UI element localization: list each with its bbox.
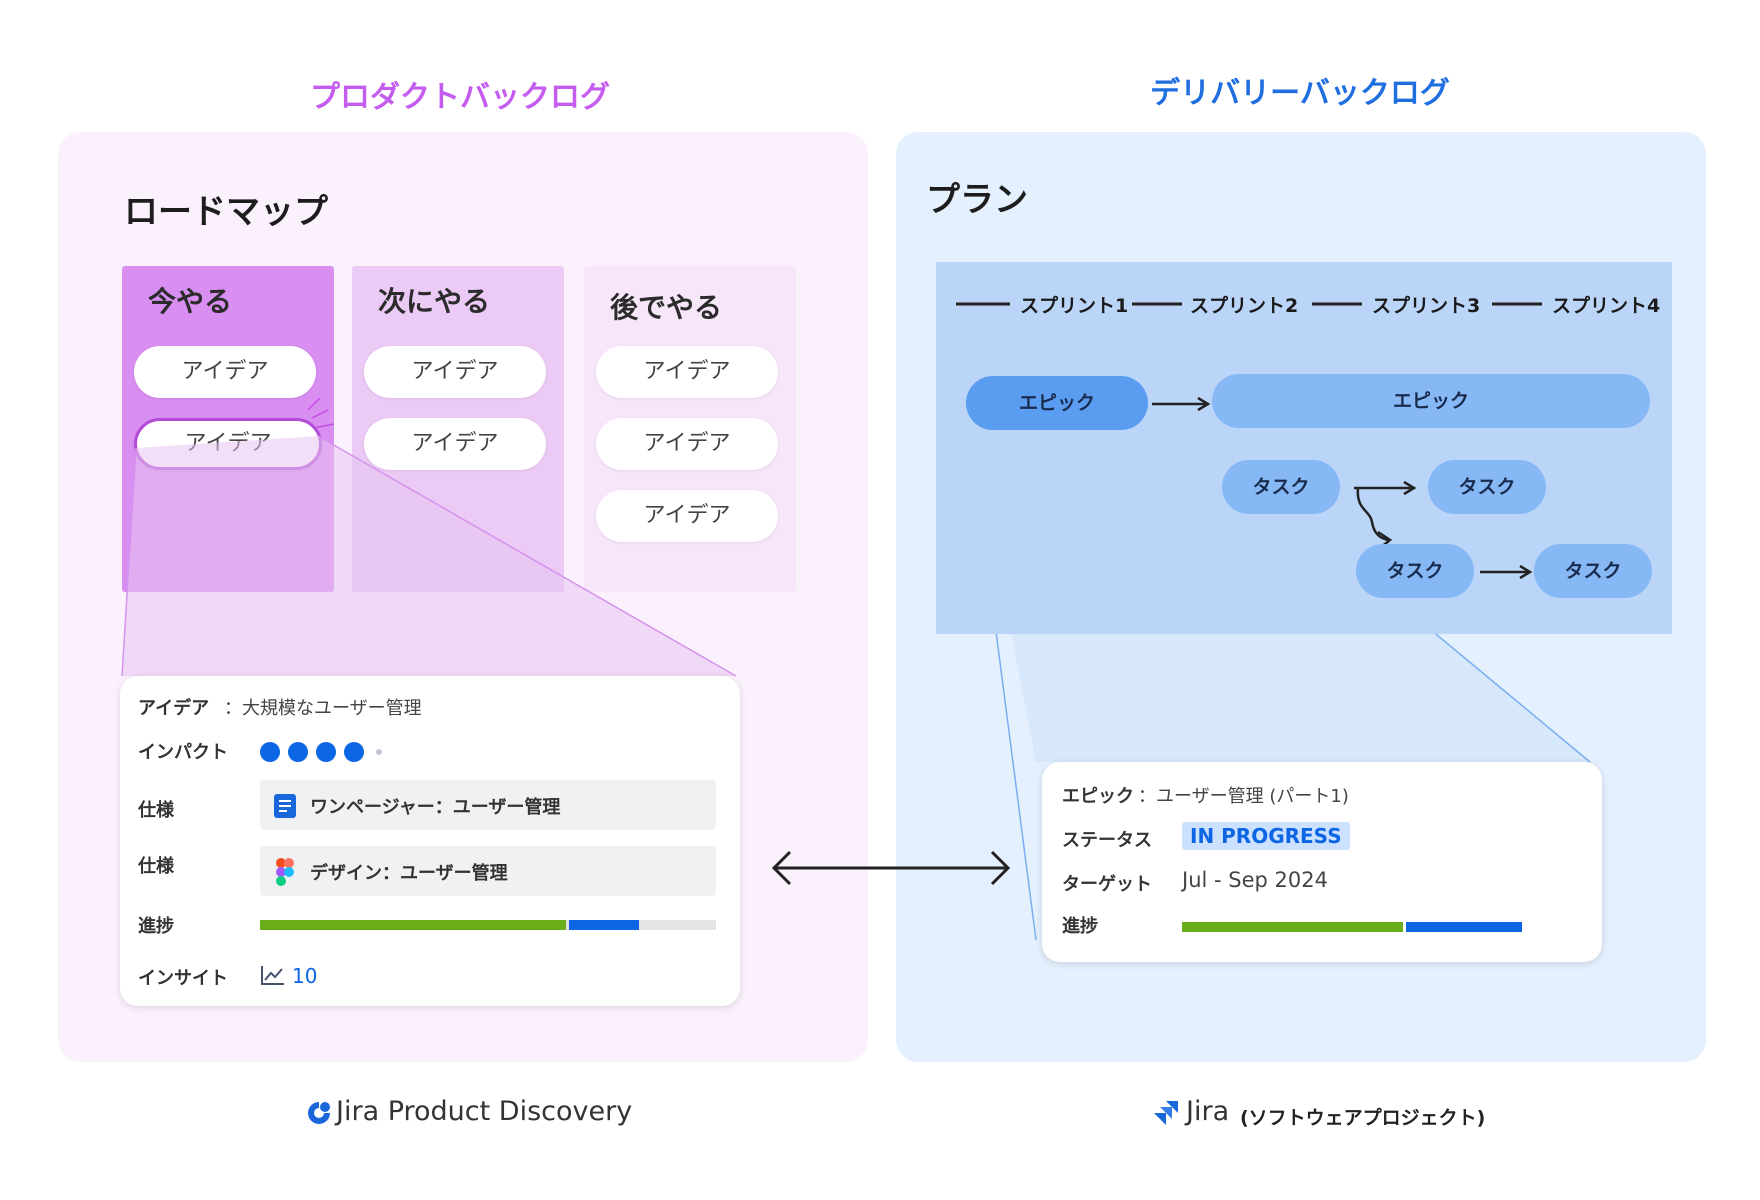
epic-bar-selected[interactable]: エピック — [966, 376, 1148, 430]
dependency-arrows — [1152, 396, 1533, 580]
column-next: 次にやる アイデア アイデア — [352, 266, 564, 592]
plan-heading: プラン — [926, 180, 1028, 220]
spec-value-onepager: ワンページャー：ユーザー管理 — [310, 797, 561, 818]
progress-inprogress-segment — [569, 920, 639, 930]
idea-card[interactable]: アイデア — [596, 346, 778, 398]
impact-dot-empty — [376, 749, 382, 755]
idea-label: アイデア — [138, 698, 210, 719]
target-value: Jul - Sep 2024 — [1182, 868, 1328, 892]
epic-value: ：ユーザー管理 (パート1) — [1138, 786, 1349, 807]
product-backlog-title: プロダクトバックログ — [310, 80, 610, 115]
idea-card[interactable]: アイデア — [596, 418, 778, 470]
epic-detail-card[interactable]: エピック ：ユーザー管理 (パート1) ステータス IN PROGRESS ター… — [1042, 762, 1602, 962]
task-bar[interactable]: タスク — [1356, 544, 1474, 598]
progress-bar — [1182, 922, 1522, 932]
status-badge: IN PROGRESS — [1182, 822, 1350, 850]
impact-dot-filled — [316, 742, 336, 762]
jira-product-discovery-label: Jira Product Discovery — [336, 1096, 633, 1127]
impact-dot-filled — [288, 742, 308, 762]
target-label: ターゲット — [1062, 874, 1152, 895]
left-projection-edge — [317, 435, 737, 677]
figma-icon — [276, 858, 294, 886]
spec-chip-design[interactable]: デザイン：ユーザー管理 — [260, 846, 716, 896]
insight-label: インサイト — [138, 968, 228, 989]
column-title-later: 後でやる — [610, 291, 723, 324]
column-title-next: 次にやる — [378, 285, 491, 318]
spec-label: 仕様 — [138, 856, 174, 877]
spec-label: 仕様 — [138, 800, 174, 821]
sprint-label-3: スプリント3 — [1372, 295, 1481, 317]
roadmap-heading: ロードマップ — [124, 192, 328, 232]
progress-label: 進捗 — [138, 916, 174, 937]
progress-done-segment — [260, 920, 566, 930]
impact-dot-filled — [344, 742, 364, 762]
sprint-label-1: スプリント1 — [1020, 295, 1129, 317]
impact-dot-filled — [260, 742, 280, 762]
spec-chip-onepager[interactable]: ワンページャー：ユーザー管理 — [260, 780, 716, 830]
progress-label: 進捗 — [1062, 916, 1098, 937]
impact-rating — [260, 740, 400, 762]
jira-label: Jira — [1186, 1096, 1230, 1127]
document-icon — [274, 794, 296, 818]
progress-inprogress-segment — [1406, 922, 1522, 932]
selection-highlight-icon — [307, 397, 335, 429]
impact-label: インパクト — [138, 742, 228, 763]
insight-count[interactable]: 10 — [292, 964, 318, 988]
epic-bar[interactable]: エピック — [1212, 374, 1650, 428]
spec-value-design: デザイン：ユーザー管理 — [310, 863, 508, 884]
left-projection-edge — [121, 447, 137, 677]
epic-label: エピック — [1062, 786, 1134, 807]
column-title-now: 今やる — [148, 285, 233, 318]
sprint-label-4: スプリント4 — [1552, 295, 1661, 317]
task-bar[interactable]: タスク — [1222, 460, 1340, 514]
task-bar[interactable]: タスク — [1428, 460, 1546, 514]
task-bar[interactable]: タスク — [1534, 544, 1652, 598]
idea-card[interactable]: アイデア — [134, 346, 316, 398]
jira-logo-icon — [1154, 1101, 1178, 1125]
trend-chart-icon — [261, 966, 284, 985]
idea-card[interactable]: アイデア — [364, 418, 546, 470]
delivery-backlog-title: デリバリーバックログ — [1150, 76, 1450, 111]
software-project-note: (ソフトウェアプロジェクト) — [1240, 1107, 1486, 1129]
idea-card[interactable]: アイデア — [364, 346, 546, 398]
idea-card[interactable]: アイデア — [596, 490, 778, 542]
idea-detail-card[interactable]: アイデア ：大規模なユーザー管理 インパクト 仕様 ワンページャー：ユーザー管理… — [120, 676, 740, 1006]
progress-bar — [260, 920, 716, 930]
status-label: ステータス — [1062, 830, 1152, 851]
left-projection — [122, 436, 736, 676]
idea-value: ：大規模なユーザー管理 — [224, 698, 422, 719]
jira-product-discovery-logo-icon — [308, 1102, 330, 1124]
bidirectional-arrow-icon — [771, 850, 1011, 886]
sprint-label-2: スプリント2 — [1190, 295, 1299, 317]
column-later: 後でやる アイデア アイデア アイデア — [584, 266, 796, 592]
progress-done-segment — [1182, 922, 1403, 932]
